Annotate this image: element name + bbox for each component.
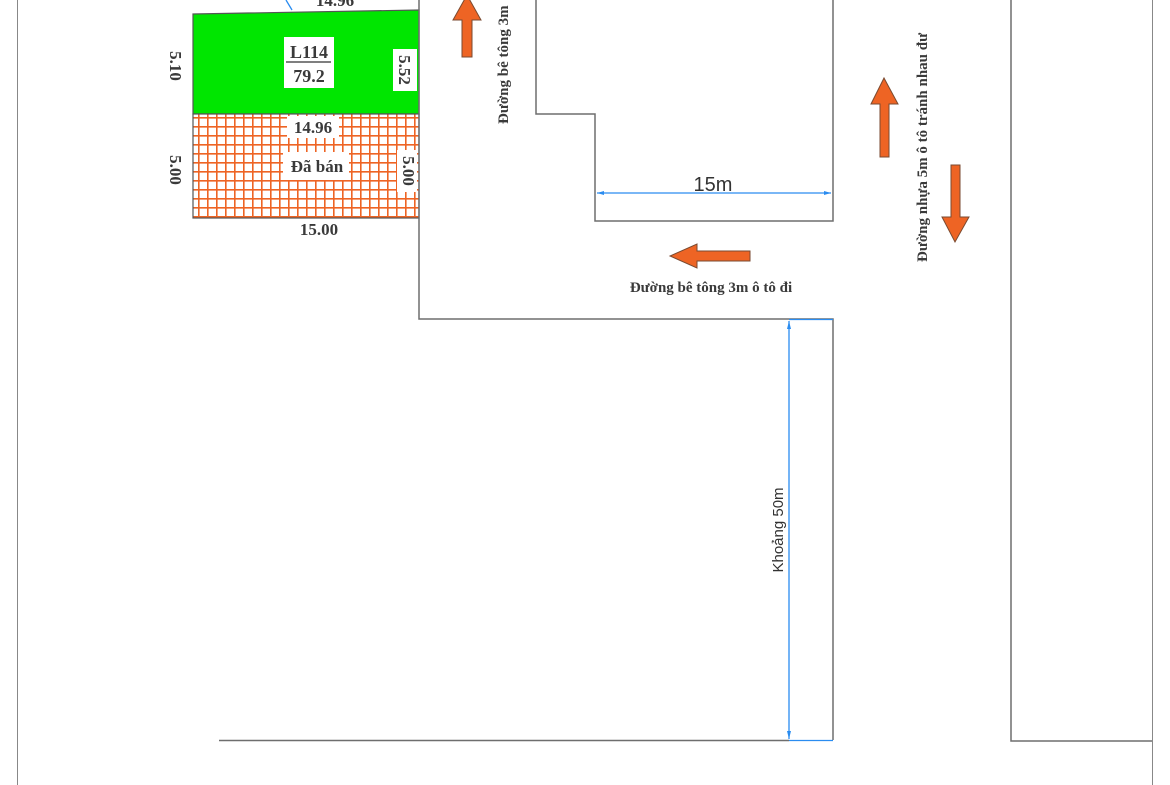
sold-right-depth-bg [397,150,417,192]
arrow-down-icon [941,164,970,244]
dim-arrowhead-top [787,321,791,329]
sold-right-depth: 5.00 [399,156,418,186]
sold-label: Đã bán [291,157,344,176]
top-dimension-leader [285,0,293,11]
lot-id: L114 [290,42,328,62]
lot-area: 79.2 [293,66,325,86]
sold-bottom-width: 15.00 [300,220,338,239]
right-plot-outline [1010,0,1152,742]
lot-left-depth: 5.10 [166,51,185,81]
dim-arrowhead-bottom [787,731,791,739]
road-outline [418,0,834,740]
sold-left-depth: 5.00 [166,155,185,185]
concrete-road-vertical-label: Đường bê tông 3m [496,5,512,124]
arrow-up-icon [870,76,899,158]
dim-arrowhead-right [824,191,831,195]
arrow-up-icon [452,0,482,58]
sold-top-bg [287,116,339,138]
building-width-label: 15m [694,174,733,196]
lot-top-width: 14.96 [316,0,354,10]
lot-right-depth-bg [393,49,417,91]
asphalt-road-label: Đường nhựa 5m ô tô tránh nhau đư [915,32,931,262]
distance-label: Khoảng 50m [770,487,787,572]
concrete-road-horizontal-label: Đường bê tông 3m ô tô đi [630,280,792,296]
dim-arrowhead-left [597,191,604,195]
building-outline [535,0,834,222]
lot-right-depth: 5.52 [395,55,414,85]
sold-label-bg [283,152,349,180]
arrow-left-icon [668,243,751,269]
sold-top-width: 14.96 [294,118,332,137]
